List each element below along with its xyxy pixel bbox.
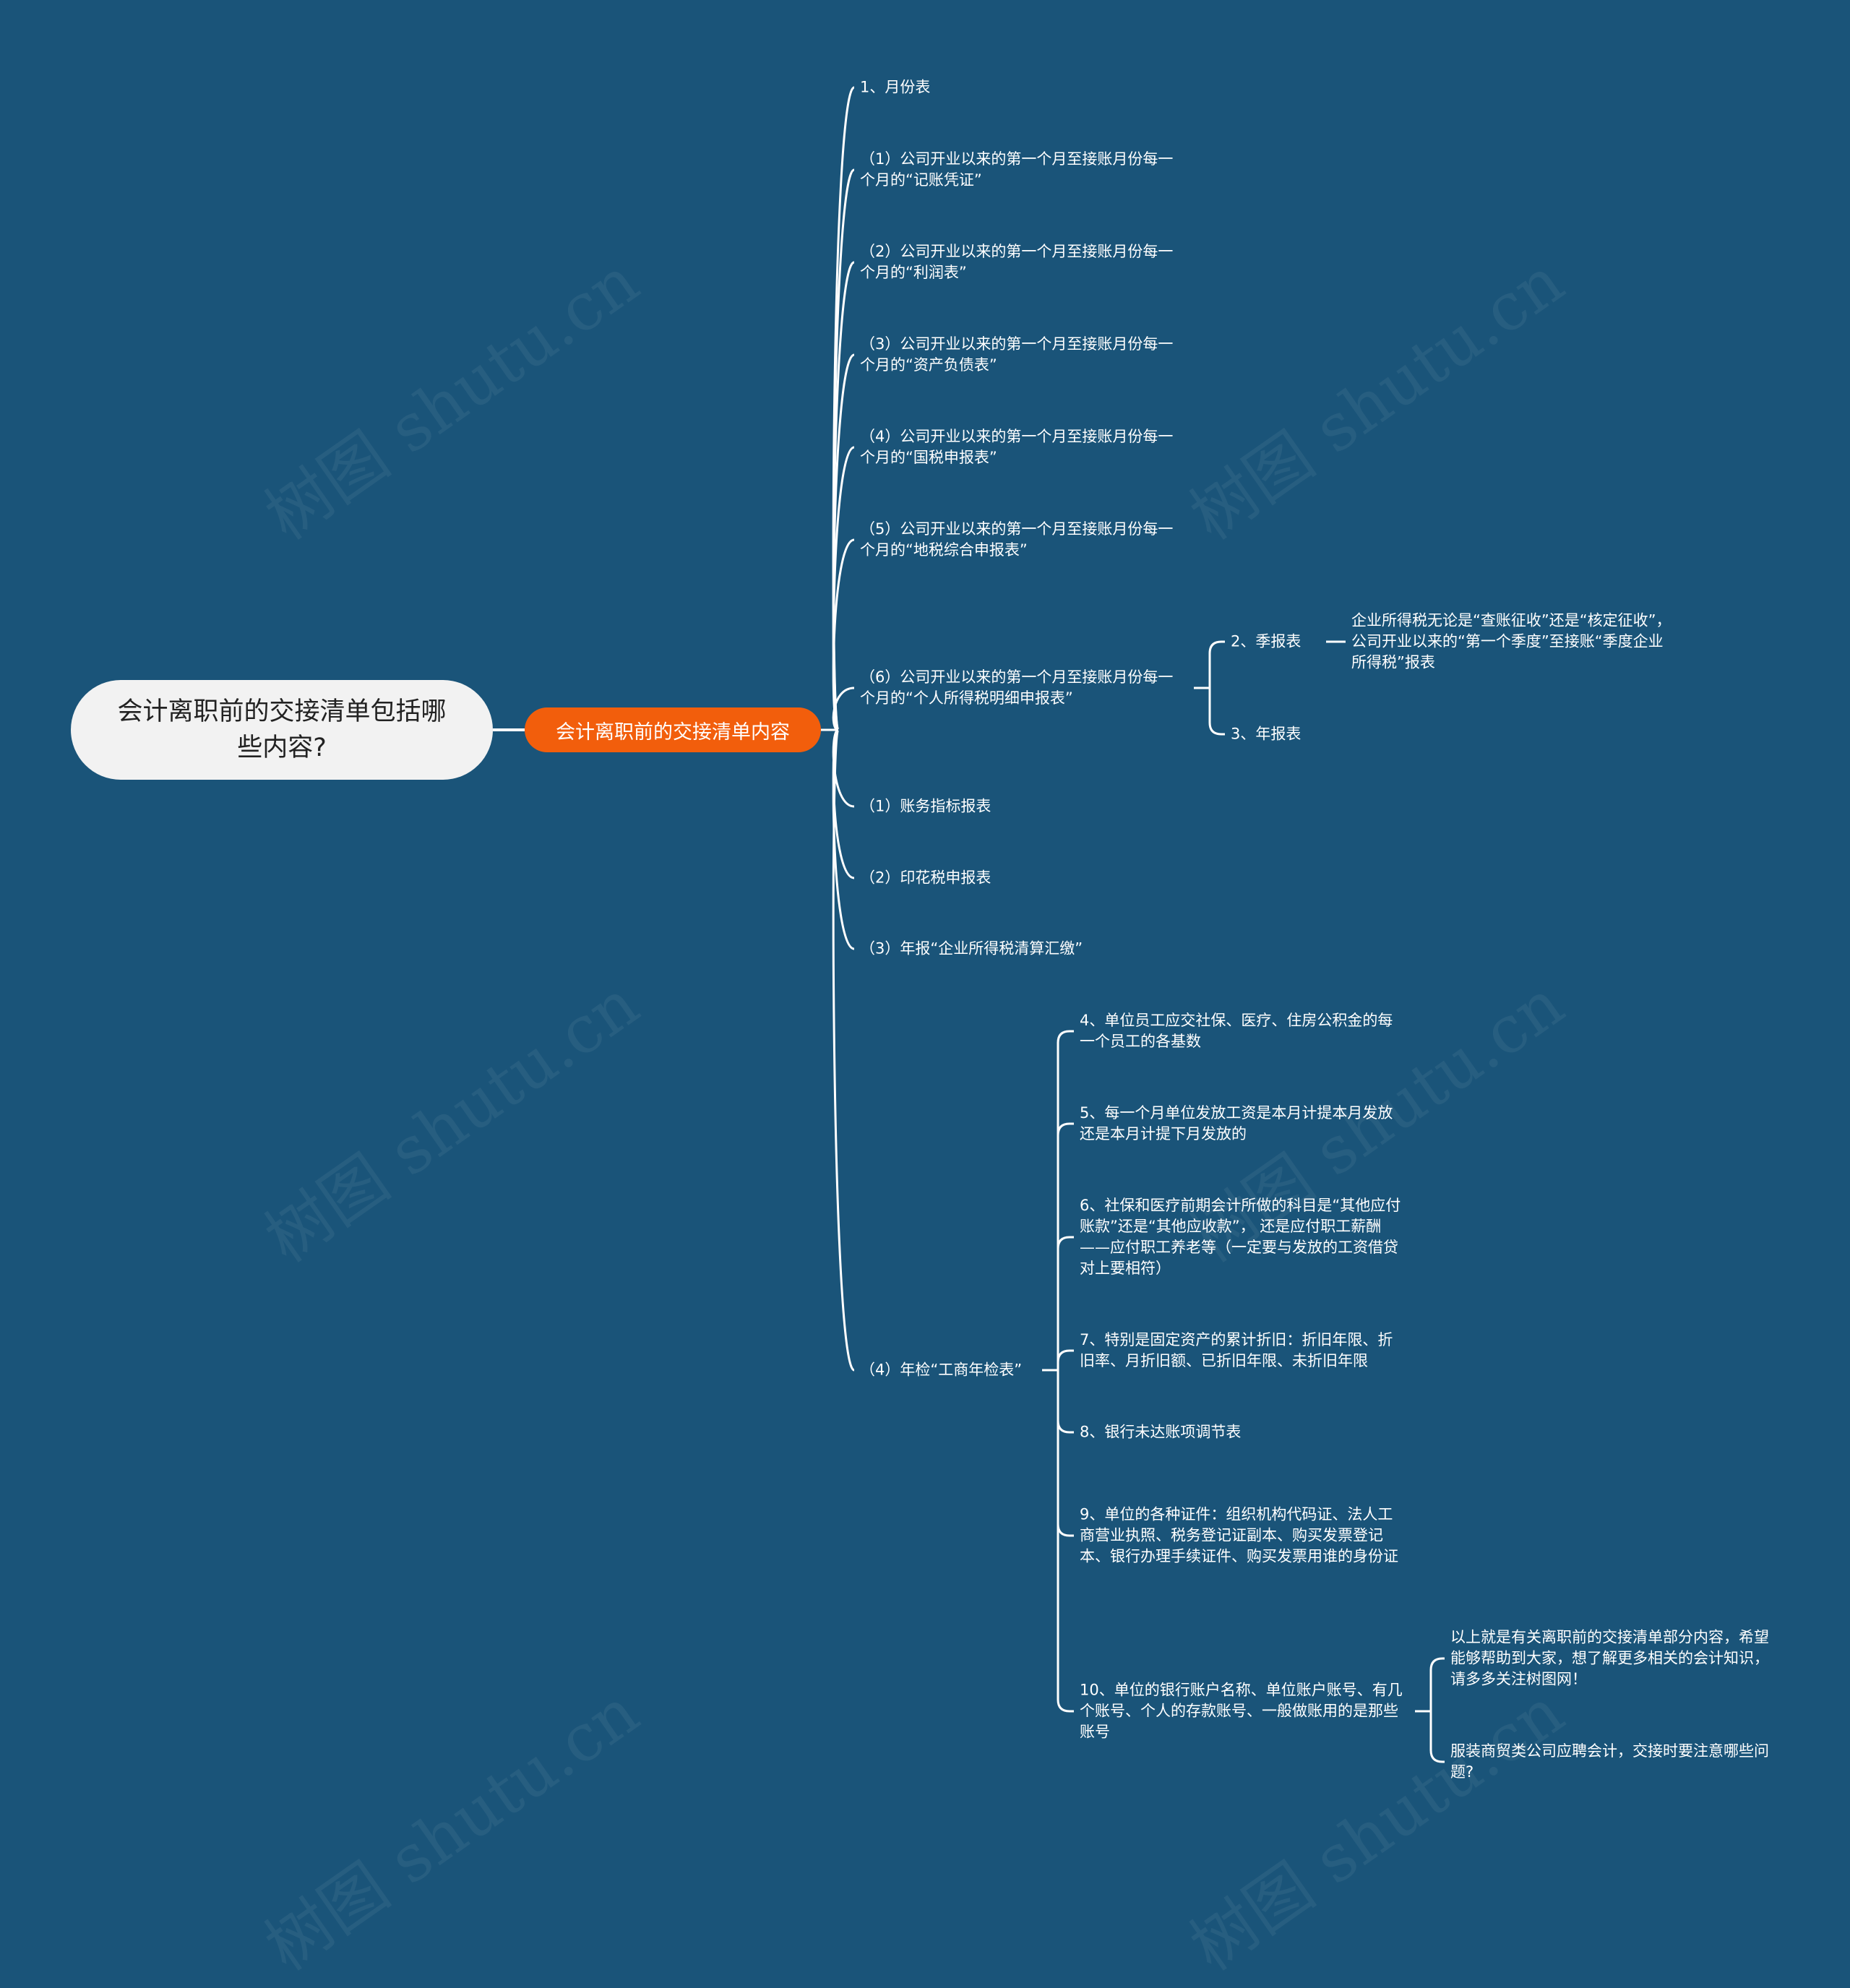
topic-annual-reports[interactable]: 3、年报表 [1231,725,1302,743]
connector-line [821,687,855,731]
topic-annual-inspection[interactable]: （4）年检“工商年检表” [860,1361,1023,1379]
topic-certificates[interactable]: 9、单位的各种证件：组织机构代码证、法人工商营业执照、税务登记证副本、购买发票登… [1080,1505,1398,1565]
watermark: 树图 shutu.cn [252,243,653,555]
topic-stamp-tax[interactable]: （2）印花税申报表 [860,869,991,887]
connector-line [1194,640,1225,689]
topic-enterprise-income-tax-note[interactable]: 企业所得税无论是“查账征收”还是“核定征收”， 公司开业以来的“第一个季度”至接… [1351,611,1672,671]
topic-closing-note[interactable]: 以上就是有关离职前的交接清单部分内容，希望能够帮助到大家，想了解更多相关的会计知… [1450,1628,1769,1688]
connector-line [1042,1236,1074,1372]
topic-bank-accounts[interactable]: 10、单位的银行账户名称、单位账户账号、有几个账号、个人的存款账号、一般做账用的… [1080,1681,1403,1741]
connector-line [821,728,855,879]
topic-insurance-accounts[interactable]: 6、社保和医疗前期会计所做的科目是“其他应付账款”还是“其他应收款”， 还是应付… [1080,1197,1401,1277]
topic-salary-timing[interactable]: 5、每一个月单位发放工资是本月计提本月发放还是本月计提下月发放的 [1080,1104,1393,1143]
connector-line [821,353,855,731]
topic-national-tax[interactable]: （4）公司开业以来的第一个月至接账月份每一个月的“国税申报表” [860,428,1174,466]
connector-line [1042,1030,1074,1372]
topic-financial-indicators[interactable]: （1）账务指标报表 [860,797,991,815]
connector-line [821,728,855,808]
topic-local-tax[interactable]: （5）公司开业以来的第一个月至接账月份每一个月的“地税综合申报表” [860,520,1174,559]
topic-balance-sheet[interactable]: （3）公司开业以来的第一个月至接账月份每一个月的“资产负债表” [860,335,1174,374]
topic-social-insurance-bases[interactable]: 4、单位员工应交社保、医疗、住房公积金的每一个员工的各基数 [1080,1012,1393,1050]
connector-line [1415,1710,1445,1763]
connector-line [1415,1657,1445,1713]
watermark: 树图 shutu.cn [1177,243,1578,555]
connector-line [821,538,855,731]
topic-personal-income-tax[interactable]: （6）公司开业以来的第一个月至接账月份每一个月的“个人所得税明细申报表” [860,668,1174,707]
root-topic[interactable]: 会计离职前的交接清单包括哪些内容? [71,680,493,780]
root-topic-label: 会计离职前的交接清单包括哪些内容? [117,697,447,762]
topic-annual-settlement[interactable]: （3）年报“企业所得税清算汇缴” [860,939,1083,958]
topic-related-question[interactable]: 服装商贸类公司应聘会计，交接时要注意哪些问题? [1450,1742,1769,1781]
topic-depreciation[interactable]: 7、特别是固定资产的累计折旧：折旧年限、折旧率、月折旧额、已折旧年限、未折旧年限 [1080,1331,1393,1369]
watermark: 树图 shutu.cn [252,965,653,1278]
main-topic[interactable]: 会计离职前的交接清单内容 [525,707,821,752]
connector-line [821,86,856,731]
connector-line [1042,1369,1074,1434]
main-topic-label: 会计离职前的交接清单内容 [556,720,790,744]
topic-bank-reconciliation[interactable]: 8、银行未达账项调节表 [1080,1423,1242,1441]
connector-line [1042,1349,1074,1372]
connector-line [1042,1369,1074,1537]
connector-line [1194,687,1225,736]
topic-quarterly-reports[interactable]: 2、季报表 [1231,632,1302,650]
connector-line [821,728,855,950]
topic-profit-statement[interactable]: （2）公司开业以来的第一个月至接账月份每一个月的“利润表” [860,243,1174,281]
watermark: 树图 shutu.cn [252,1674,653,1986]
connector-line [1042,1122,1074,1372]
connector-line [821,261,855,731]
topic-vouchers[interactable]: （1）公司开业以来的第一个月至接账月份每一个月的“记账凭证” [860,150,1174,189]
connector-line [821,446,855,731]
connector-line [821,728,856,1372]
topic-monthly-reports[interactable]: 1、月份表 [860,78,931,96]
connector-line [1042,1369,1074,1713]
connector-line [821,168,856,731]
